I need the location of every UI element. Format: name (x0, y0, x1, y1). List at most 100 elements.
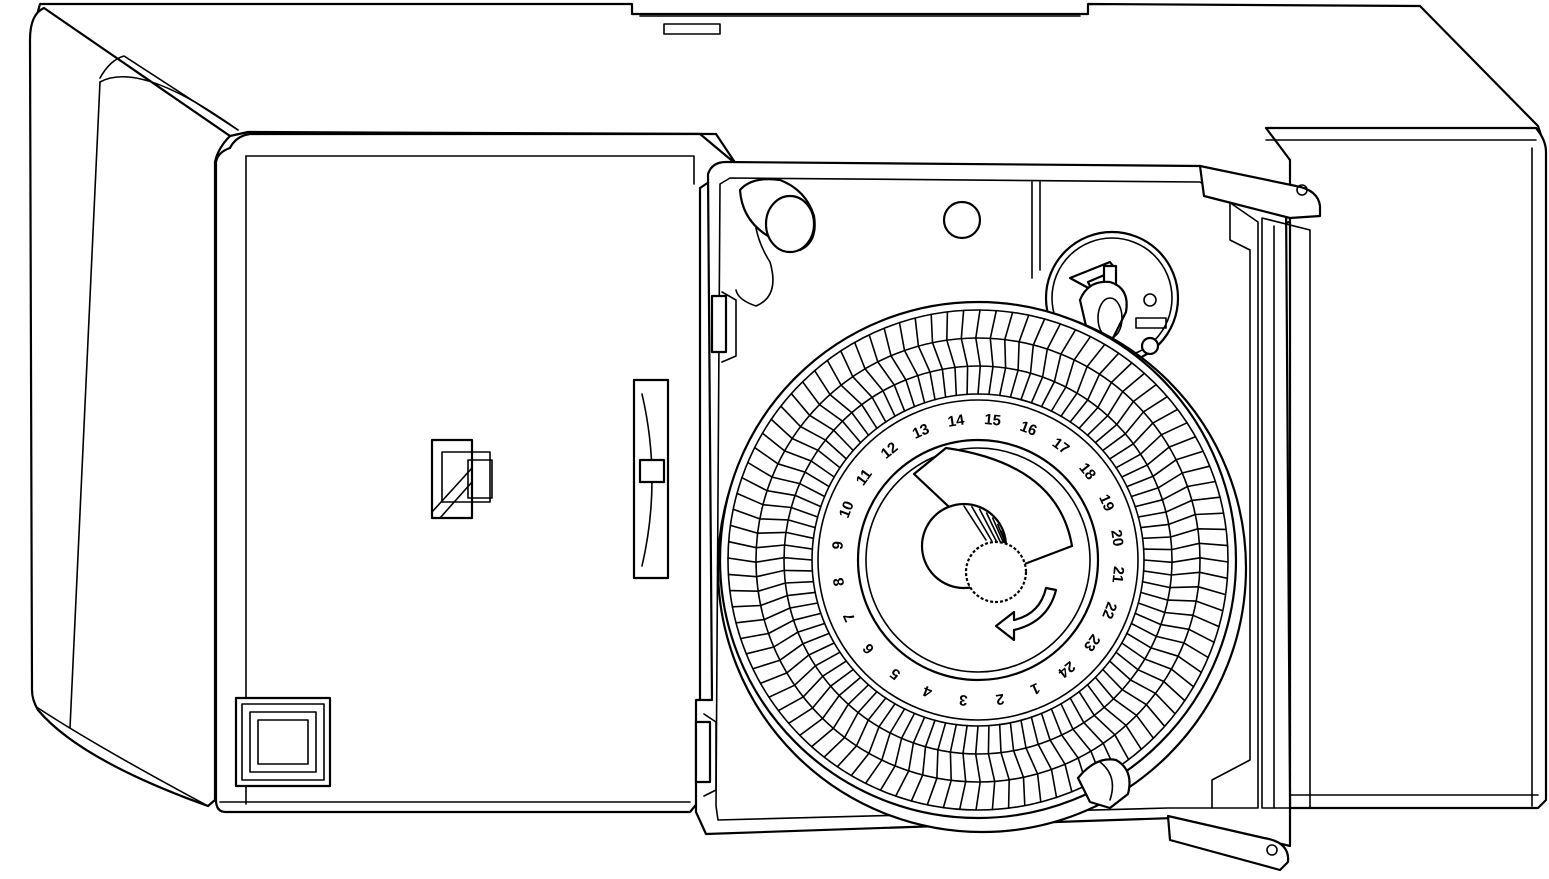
dial-segment (898, 321, 926, 404)
dial-segment (1009, 314, 1030, 398)
dial-center (856, 438, 1100, 682)
dial-segment (1020, 719, 1042, 803)
dial-segment (735, 602, 819, 624)
dial-segment (998, 311, 1014, 397)
hour-label-20: 20 (1107, 528, 1126, 547)
dial-segment (810, 684, 870, 748)
latch-button (430, 438, 493, 520)
dial-segment (1030, 716, 1058, 799)
dial-segment (736, 492, 819, 518)
top-slot (663, 23, 721, 35)
dial-segment (770, 418, 841, 469)
dial-segment (836, 697, 887, 768)
slide-switch (632, 378, 670, 580)
hub-knurl (985, 512, 1003, 546)
dial-segment (1115, 651, 1186, 702)
dial-segment (761, 432, 835, 478)
dial-label-ring (817, 399, 1139, 721)
dial-segment (813, 369, 870, 436)
dial-segment (1020, 318, 1046, 401)
dial-segment (1137, 602, 1220, 628)
dial-pointer-sector (912, 446, 1074, 570)
dial-segment (729, 524, 815, 540)
dial-segment (801, 381, 862, 444)
dial-segment (930, 313, 947, 398)
dial-ring-outer (727, 309, 1229, 811)
indicator-window (234, 696, 332, 788)
dial-segment (1134, 612, 1215, 644)
dial-segment (850, 703, 896, 777)
dial-segment (1060, 343, 1106, 417)
dial-segment (975, 309, 982, 395)
dial-segment (1126, 450, 1204, 488)
dial-segment (1130, 465, 1211, 498)
dial-segment (1121, 642, 1195, 688)
hinge-bottom (1166, 814, 1290, 872)
dial-segment (1121, 435, 1197, 478)
rotation-arrow-icon (994, 586, 1058, 642)
dial-segment (1040, 712, 1073, 793)
dial-segments (727, 309, 1229, 811)
dial-segment (1141, 580, 1227, 596)
hour-label-3: 3 (958, 691, 968, 709)
dial-tab (1076, 758, 1131, 810)
dial-segment (926, 722, 947, 806)
dial-segment (1086, 372, 1146, 436)
dial-segment (780, 405, 848, 460)
dial-segment (958, 724, 968, 811)
hub-knurl (978, 508, 998, 544)
dial-segment (894, 716, 926, 797)
dial-segment (879, 712, 916, 791)
dial-segment (1078, 690, 1130, 761)
dial-segment (739, 612, 822, 640)
dial-segment (1050, 335, 1092, 412)
dial-segment (727, 556, 813, 563)
dial-segment (910, 719, 936, 802)
dial-segment (853, 341, 896, 417)
dial-segment (1143, 557, 1229, 564)
dial-segment (1140, 512, 1225, 529)
dial-segment (1134, 480, 1217, 508)
dial-segment (987, 724, 996, 811)
dial-segment (998, 723, 1010, 809)
dial-segment (960, 309, 969, 396)
dial-segment (1030, 323, 1062, 404)
dial-segment (1009, 722, 1026, 807)
dial-segment (1130, 622, 1209, 659)
hour-label-15: 15 (983, 411, 1001, 430)
hour-label-21: 21 (1108, 565, 1127, 583)
dial-segment (741, 476, 822, 508)
dial-segment (1069, 352, 1120, 423)
hour-label-9: 9 (829, 540, 847, 550)
dial-segment (942, 723, 958, 809)
dial-segment (768, 651, 841, 698)
mounting-hole (942, 200, 982, 240)
dial-segment (1141, 528, 1227, 540)
dial-segment (1108, 408, 1179, 460)
dial-segment (974, 725, 981, 811)
dial-segment (727, 569, 814, 578)
dial-segment (864, 708, 906, 785)
dial-segment (731, 591, 816, 608)
hinge-top (1198, 164, 1322, 220)
dial-segment (1108, 660, 1176, 715)
dial-hub-cap (964, 540, 1028, 604)
dial-center-ring (865, 447, 1091, 673)
hour-label-14: 14 (946, 411, 966, 431)
hub-knurl (963, 505, 987, 541)
dial-segment (787, 668, 854, 725)
dial-segment (823, 690, 878, 758)
dial-segment (914, 317, 936, 401)
dial-segment (1142, 542, 1229, 551)
dial-segment (777, 660, 848, 712)
dial-segment (1126, 632, 1203, 674)
dial-segment (745, 622, 826, 655)
dial-segment (1140, 591, 1224, 612)
dial-segment (747, 461, 826, 498)
adjust-knob (735, 178, 816, 307)
dial-segment (988, 309, 998, 396)
dial-segment (1115, 422, 1188, 469)
dial-segment (1102, 668, 1166, 728)
